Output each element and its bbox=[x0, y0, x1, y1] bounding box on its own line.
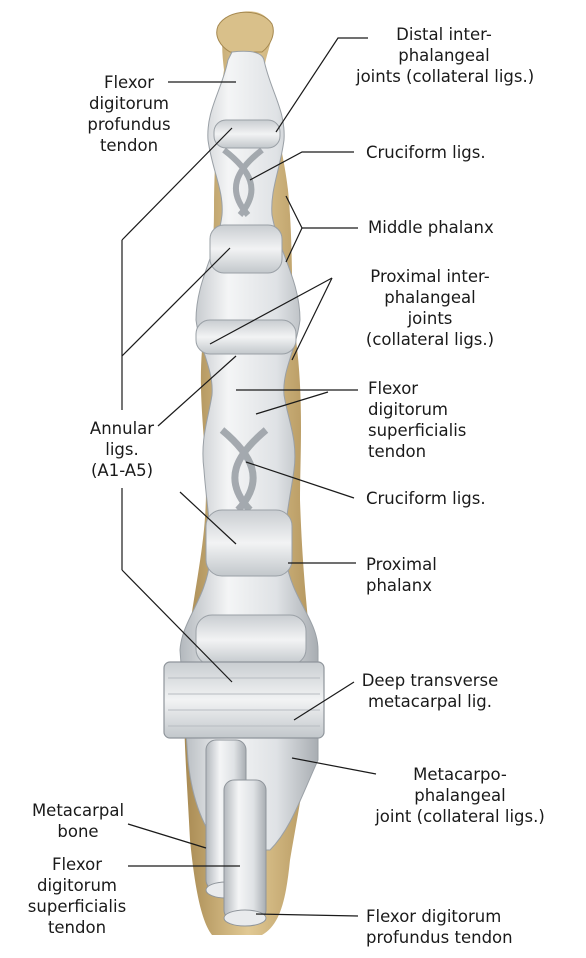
label-proximal-phalanx: Proximal phalanx bbox=[366, 555, 437, 595]
label-metacarpal-bone: Metacarpal bone bbox=[31, 801, 125, 841]
label-deep-transverse: Deep transverse metacarpal lig. bbox=[361, 671, 499, 711]
annular-a5 bbox=[213, 119, 281, 149]
label-fdp-tendon-bottom: Flexor digitorum profundus tendon bbox=[366, 907, 513, 947]
annular-a1 bbox=[195, 614, 307, 666]
label-proximal-ip-joints: Proximal inter- phalangeal joints (colla… bbox=[365, 267, 495, 349]
distal-phalanx-tip bbox=[216, 11, 274, 53]
label-cruciform-top: Cruciform ligs. bbox=[366, 143, 486, 162]
fdp-tendon-cut-end bbox=[223, 909, 267, 927]
label-distal-ip-joints: Distal inter- phalangeal joints (collate… bbox=[356, 25, 535, 86]
deep-transverse-metacarpal-ligament bbox=[163, 661, 325, 739]
leader-metacarpal bbox=[127, 823, 207, 849]
leader-a2 bbox=[179, 491, 237, 545]
cruciform-ligament-lower bbox=[219, 427, 269, 513]
label-middle-phalanx: Middle phalanx bbox=[368, 218, 494, 237]
leader-a5 bbox=[121, 127, 233, 241]
annular-a3 bbox=[195, 319, 297, 355]
leader-fds-right-2 bbox=[255, 391, 329, 415]
label-mcp-joint: Metacarpo- phalangeal joint (collateral … bbox=[375, 765, 545, 826]
annular-a2 bbox=[205, 509, 293, 577]
label-fdp-tendon-top: Flexor digitorum profundus tendon bbox=[87, 73, 171, 155]
leader-cruciform-bottom bbox=[245, 461, 355, 499]
leader-cruciform-top bbox=[249, 151, 354, 181]
leader-pip-2 bbox=[291, 277, 333, 361]
label-cruciform-bottom: Cruciform ligs. bbox=[366, 489, 486, 508]
annular-ligaments bbox=[195, 119, 307, 666]
leader-fdp-bottom bbox=[255, 913, 359, 917]
leader-pip-1 bbox=[209, 277, 333, 345]
label-annular-ligs: Annular ligs. (A1-A5) bbox=[89, 419, 155, 480]
cruciform-ligament-upper bbox=[222, 147, 264, 217]
annular-a4 bbox=[209, 224, 283, 274]
leader-distal-ip bbox=[275, 37, 368, 133]
leader-mcp bbox=[291, 757, 377, 775]
leader-a4 bbox=[121, 247, 231, 357]
transverse-fibers bbox=[168, 677, 320, 727]
leader-lines bbox=[121, 37, 377, 917]
label-fds-tendon-right: Flexor digitorum superficialis tendon bbox=[368, 379, 467, 461]
leader-a1 bbox=[121, 569, 233, 683]
label-fds-tendon-left: Flexor digitorum superficialis tendon bbox=[27, 855, 127, 937]
leader-deep-transverse bbox=[293, 681, 355, 721]
leader-a3 bbox=[157, 355, 237, 427]
fdp-tendon-stump bbox=[223, 779, 267, 921]
